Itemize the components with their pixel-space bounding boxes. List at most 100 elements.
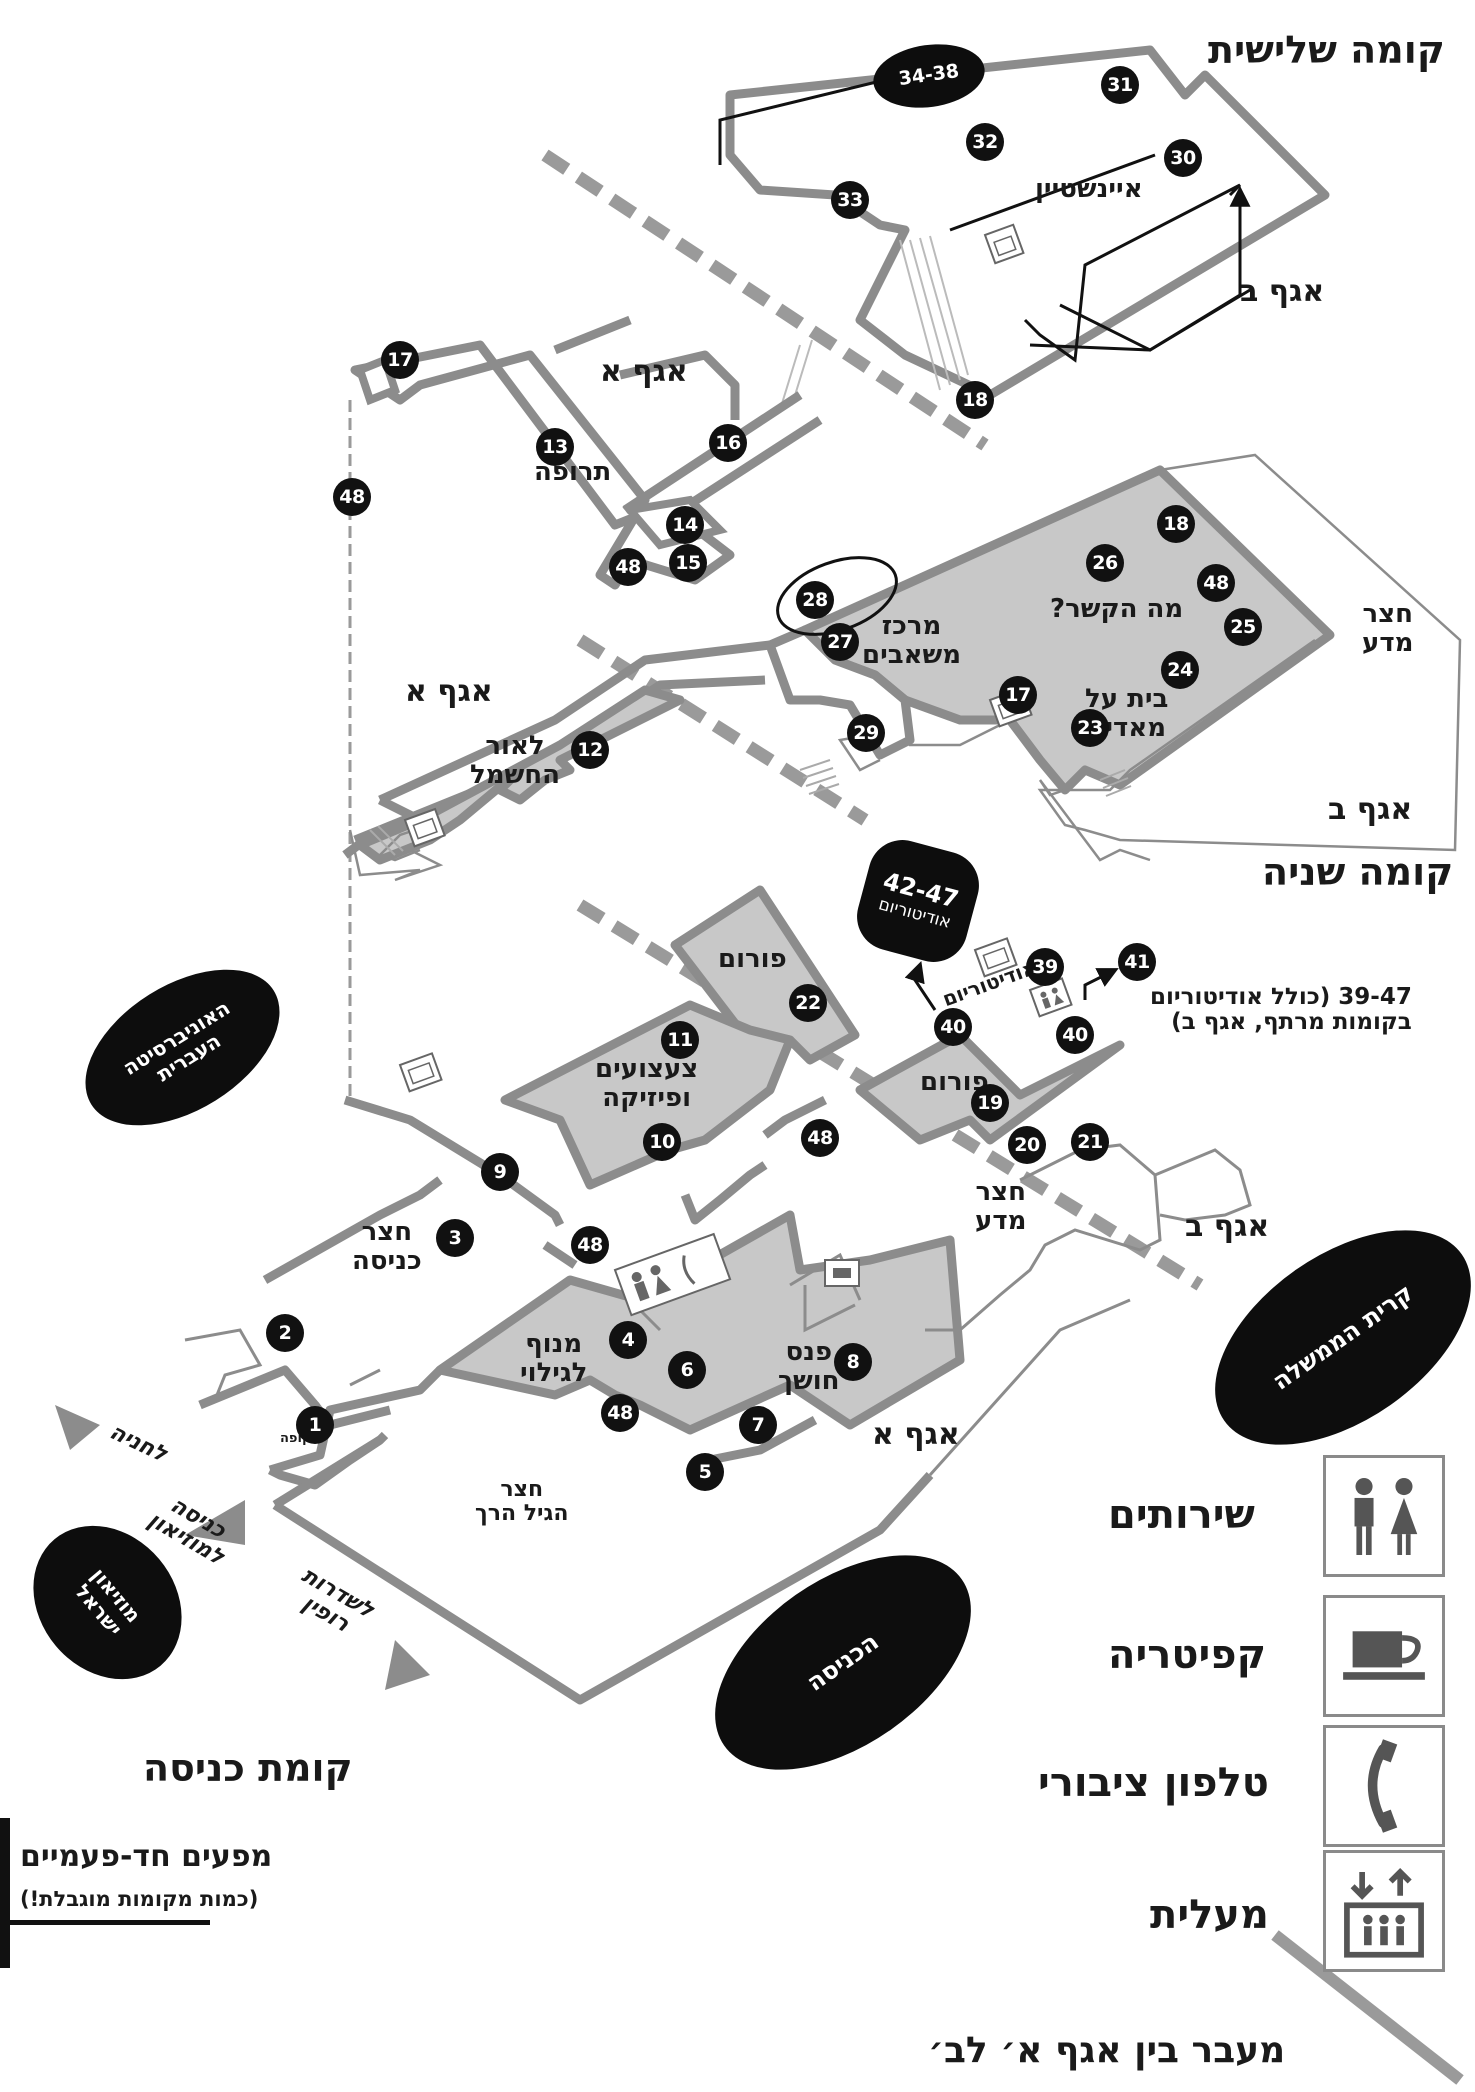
marker-29[interactable]: 29 xyxy=(847,714,885,752)
notice-bar xyxy=(0,1818,10,1968)
arrow-icon-parking xyxy=(55,1405,100,1450)
wing-label-entrance-b: אגף ב xyxy=(1185,1209,1270,1244)
room-merkaz: מרכז משאבים xyxy=(862,612,961,669)
wing-label-entrance-a: אגף א xyxy=(872,1417,960,1452)
marker-30[interactable]: 30 xyxy=(1164,139,1202,177)
auditorium-arrows xyxy=(904,961,1119,1011)
marker-24[interactable]: 24 xyxy=(1161,651,1199,689)
marker-14[interactable]: 14 xyxy=(666,506,704,544)
marker-23[interactable]: 23 xyxy=(1071,709,1109,747)
wing-label-second-b: אגף ב xyxy=(1328,792,1413,827)
laor-line1: לאור xyxy=(485,731,545,761)
toys-line1: צעצועים xyxy=(595,1054,699,1084)
room-forum-upper: פורום xyxy=(718,944,787,974)
marker-10[interactable]: 10 xyxy=(643,1123,681,1161)
room-entry-yard: חצר כניסה xyxy=(352,1218,422,1275)
legend-elevator-label: מעלית xyxy=(1150,1892,1269,1938)
legend-cafeteria-box xyxy=(1323,1595,1445,1717)
third-floor-plan xyxy=(553,45,1330,420)
elevator-icon-entrance-b xyxy=(973,937,1018,978)
room-science-yard-entrance: חצר מדע xyxy=(975,1178,1026,1235)
legend-phone-label: טלפון ציבורי xyxy=(1038,1760,1269,1806)
marker-18-third[interactable]: 18 xyxy=(956,381,994,419)
marker-26[interactable]: 26 xyxy=(1086,544,1124,582)
notice-title: מפעים חד-פעמיים xyxy=(20,1839,273,1874)
hill-yard-line2: הגיל הרך xyxy=(475,1501,569,1527)
room-lever: מנוף לגילוי xyxy=(520,1330,587,1387)
cafeteria-icon xyxy=(1343,1631,1425,1680)
entry-yard-line2: כניסה xyxy=(352,1245,422,1276)
marker-31[interactable]: 31 xyxy=(1101,66,1139,104)
marker-12[interactable]: 12 xyxy=(571,731,609,769)
legend-toilets-box xyxy=(1323,1455,1445,1577)
entry-yard-line1: חצר xyxy=(361,1217,413,1247)
marker-28[interactable]: 28 xyxy=(796,581,834,619)
marker-22[interactable]: 22 xyxy=(789,984,827,1022)
marker-21[interactable]: 21 xyxy=(1071,1123,1109,1161)
direction-arrows xyxy=(55,1405,430,1690)
legend-phone-box xyxy=(1323,1725,1445,1847)
marker-13[interactable]: 13 xyxy=(536,428,574,466)
marker-41[interactable]: 41 xyxy=(1118,943,1156,981)
marker-39[interactable]: 39 xyxy=(1026,948,1064,986)
marker-7[interactable]: 7 xyxy=(739,1406,777,1444)
marker-9[interactable]: 9 xyxy=(481,1153,519,1191)
marker-2[interactable]: 2 xyxy=(266,1314,304,1352)
marker-48-f[interactable]: 48 xyxy=(601,1394,639,1432)
lever-line2: לגילוי xyxy=(520,1357,588,1388)
marker-19[interactable]: 19 xyxy=(971,1084,1009,1122)
second-floor-stair-hatching xyxy=(369,759,1132,856)
marker-40-a[interactable]: 40 xyxy=(934,1008,972,1046)
wing-label-third-a: אגף א xyxy=(600,354,688,389)
science-yard-entrance-line2: מדע xyxy=(975,1205,1027,1236)
cafeteria-icon-entrance xyxy=(824,1259,860,1287)
phone-icon xyxy=(1367,1739,1398,1833)
passage-line-icon xyxy=(1271,1930,1464,2085)
lantern-line2: חושך xyxy=(778,1365,840,1396)
elevator-icon-second-a xyxy=(403,807,446,848)
floor-label-entrance: קומת כניסה xyxy=(143,1746,353,1790)
marker-1[interactable]: 1 xyxy=(296,1406,334,1444)
marker-11[interactable]: 11 xyxy=(661,1021,699,1059)
floor-label-third: קומה שלישית xyxy=(1208,28,1445,72)
merkaz-line1: מרכז xyxy=(881,611,942,641)
marker-6[interactable]: 6 xyxy=(668,1351,706,1389)
auditorium-note: 39-47 (כולל אודיטוריום בקומות מרתף, אגף … xyxy=(1150,984,1412,1036)
room-science-yard-second: חצר מדע xyxy=(1362,600,1413,657)
marker-48-b[interactable]: 48 xyxy=(609,548,647,586)
floor-label-second: קומה שניה xyxy=(1262,850,1454,894)
lantern-line1: פנס xyxy=(785,1337,833,1367)
arrow-icon-rupin xyxy=(385,1640,430,1690)
room-einstein: איינשטיין xyxy=(1035,174,1143,204)
marker-25[interactable]: 25 xyxy=(1224,608,1262,646)
marker-16[interactable]: 16 xyxy=(709,424,747,462)
marker-32[interactable]: 32 xyxy=(966,123,1004,161)
marker-48-e[interactable]: 48 xyxy=(571,1226,609,1264)
marker-48-c[interactable]: 48 xyxy=(1197,564,1235,602)
room-hill-yard: חצר הגיל הרך xyxy=(475,1477,569,1527)
science-yard-second-line1: חצר xyxy=(1362,599,1413,629)
marker-40-b[interactable]: 40 xyxy=(1056,1016,1094,1054)
marker-17-third[interactable]: 17 xyxy=(381,341,419,379)
marker-27[interactable]: 27 xyxy=(821,623,859,661)
marker-20[interactable]: 20 xyxy=(1008,1126,1046,1164)
auditorium-note-line2: בקומות מרתף, אגף ב) xyxy=(1171,1009,1412,1036)
marker-5[interactable]: 5 xyxy=(686,1453,724,1491)
marker-17-second[interactable]: 17 xyxy=(999,676,1037,714)
einstein-route xyxy=(718,68,1251,363)
elevator-icon-third xyxy=(983,223,1025,265)
marker-4[interactable]: 4 xyxy=(609,1321,647,1359)
marker-33[interactable]: 33 xyxy=(831,181,869,219)
third-floor-stairs xyxy=(779,235,969,411)
room-hamekasher: מה הקשר? xyxy=(1050,594,1184,624)
toilets-icon xyxy=(1354,1477,1418,1555)
marker-3[interactable]: 3 xyxy=(436,1219,474,1257)
marker-15[interactable]: 15 xyxy=(669,544,707,582)
room-laor: לאור החשמל xyxy=(470,732,560,789)
laor-line2: החשמל xyxy=(470,759,560,790)
marker-8[interactable]: 8 xyxy=(834,1343,872,1381)
marker-18-second[interactable]: 18 xyxy=(1157,505,1195,543)
marker-48-d[interactable]: 48 xyxy=(801,1119,839,1157)
marker-48-a[interactable]: 48 xyxy=(333,478,371,516)
